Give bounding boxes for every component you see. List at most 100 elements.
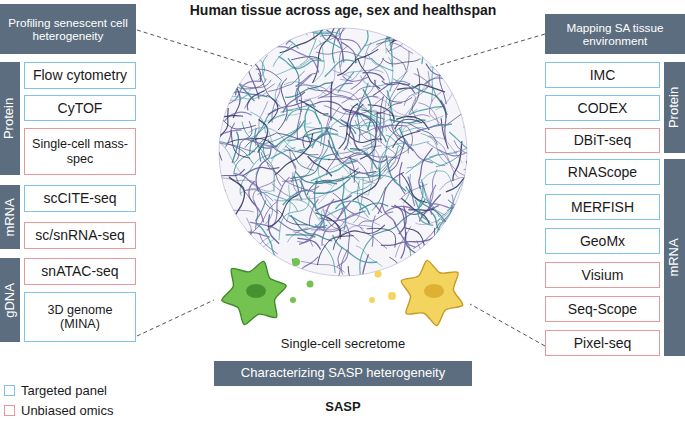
method-box: CyTOF [24, 95, 136, 121]
node-text: Profiling senescent cell heterogeneity [5, 16, 131, 43]
tissue-fiber [453, 141, 462, 181]
tissue-fiber [258, 190, 278, 214]
method-box: Seq-Scope [545, 296, 660, 322]
tissue-fiber [335, 150, 358, 164]
tissue-fiber [278, 56, 324, 68]
tissue-fiber [301, 261, 345, 272]
tissue-fiber [277, 133, 324, 141]
node-text: Seq-Scope [568, 301, 637, 317]
tissue-fiber [394, 222, 415, 247]
node-text: mRNA [3, 198, 18, 236]
tissue-fiber [314, 41, 324, 83]
tissue-fiber [288, 257, 318, 298]
tissue-fiber [275, 133, 312, 174]
method-box: GeoMx [545, 228, 660, 254]
tissue-fiber [464, 169, 497, 171]
tissue-fiber [356, 246, 383, 267]
tissue-fiber [193, 178, 256, 187]
node-text: RNAScope [568, 164, 637, 180]
title: Human tissue across age, sex and healths… [190, 2, 497, 18]
tissue-fiber [291, 57, 321, 60]
node-text: DBiT-seq [574, 132, 632, 148]
leader-line [470, 304, 545, 346]
legend-item: Targeted panel [4, 383, 107, 398]
tissue-fiber [344, 70, 384, 75]
tissue-fiber [195, 108, 221, 160]
tissue-fiber [215, 112, 255, 129]
tissue-fiber [419, 103, 439, 126]
category-band: mRNA [664, 159, 685, 356]
cell-body [222, 261, 286, 324]
tissue-fiber [198, 130, 242, 151]
tissue-fiber [413, 65, 454, 96]
node-text: Flow cytometry [33, 67, 127, 83]
tissue-fiber [327, 30, 344, 62]
secreted-factor [307, 281, 314, 288]
tissue-fiber [362, 73, 384, 81]
legend-swatch [4, 385, 15, 396]
tissue-fiber [247, 139, 278, 146]
tissue-fiber [330, 159, 358, 170]
tissue-fiber [262, 55, 267, 81]
tissue-fiber [360, 254, 369, 292]
legend-text: Unbiased omics [21, 403, 114, 418]
tissue-fiber [393, 131, 421, 148]
tissue-fiber [343, 175, 368, 194]
node-text: Protein [667, 87, 682, 128]
tissue-fiber [326, 106, 340, 135]
tissue-fiber [306, 31, 330, 34]
tissue-fiber [245, 133, 277, 148]
tissue-fiber [315, 172, 360, 182]
tissue-fiber [399, 233, 411, 265]
tissue-fiber [375, 22, 393, 66]
node-text: CODEX [578, 100, 628, 116]
node-text: Characterizing SASP heterogeneity [241, 366, 445, 381]
tissue-fiber [429, 195, 469, 208]
tissue-fiber [412, 86, 448, 115]
tissue-fiber [247, 91, 264, 110]
tissue-fiber [414, 222, 441, 249]
tissue-fiber [248, 237, 268, 255]
tissue-fiber [281, 105, 316, 112]
tissue-fiber [419, 148, 433, 189]
node-text: Visium [582, 267, 624, 283]
tissue-fiber [454, 145, 508, 152]
node-text: sc/snRNA-seq [35, 227, 124, 243]
leader-line [137, 300, 214, 336]
tissue-fiber [389, 127, 412, 161]
node-text: CyTOF [58, 100, 103, 116]
tissue-fiber [229, 177, 245, 225]
tissue-fiber [390, 42, 413, 53]
tissue-fiber [323, 209, 359, 241]
tissue-fiber [436, 182, 463, 225]
method-box: Single-cell mass-spec [24, 128, 136, 175]
tissue-fiber [430, 62, 476, 74]
tissue-fiber [420, 185, 439, 217]
tissue-fiber [371, 58, 393, 71]
tissue-fiber [408, 209, 434, 210]
tissue-fiber [382, 58, 420, 64]
tissue-fiber [196, 92, 243, 117]
tissue-fiber [435, 62, 453, 110]
method-box: DBiT-seq [545, 128, 660, 153]
cell-body [401, 260, 463, 325]
tissue-fiber [224, 88, 251, 100]
cell-nucleus [424, 284, 444, 298]
tissue-fiber [462, 87, 468, 127]
tissue-fiber [216, 169, 245, 177]
tissue-fiber [332, 145, 375, 184]
tissue-fiber [363, 116, 383, 136]
tissue-fiber [405, 228, 425, 253]
secreted-factor [292, 258, 300, 266]
tissue-fiber [422, 43, 429, 64]
tissue-fiber [215, 108, 228, 148]
tissue-fiber [415, 200, 430, 222]
tissue-fiber [388, 51, 409, 106]
tissue-fiber [386, 34, 419, 39]
tissue-fiber [293, 172, 299, 193]
tissue-fiber [353, 167, 380, 200]
tissue-fiber [234, 173, 261, 196]
category-band: Protein [0, 62, 20, 175]
tissue-fiber [292, 259, 300, 283]
